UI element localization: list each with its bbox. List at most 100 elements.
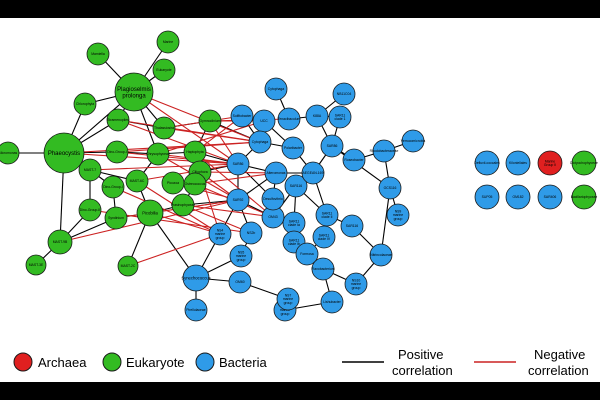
node-label: Prasinophyceae <box>171 203 195 207</box>
node-label: Mamiella <box>91 52 105 56</box>
node-alter: Alteromonas <box>264 161 288 185</box>
node-label: Picozoa <box>167 181 179 185</box>
node-circle <box>47 229 73 255</box>
node-label: SAR86 <box>233 162 244 166</box>
node-circle <box>43 132 85 174</box>
node-circle <box>305 104 329 128</box>
node-label: Ciliophora <box>192 170 207 174</box>
node-eukext: Eukaryote <box>152 58 176 82</box>
node-label: Flavobacterium <box>311 267 334 271</box>
node-circle <box>106 108 130 132</box>
node-circle <box>25 254 47 276</box>
node-circle <box>474 184 500 210</box>
node-label: Dictyochophyceae <box>570 161 598 165</box>
node-rosea: Roseobacter <box>342 148 366 172</box>
node-circle <box>0 141 20 165</box>
node-label: Desulfovibrio <box>263 197 283 201</box>
node-circle <box>183 172 207 196</box>
node-k88: K88A <box>305 104 329 128</box>
node-mast7: MAST-7 <box>78 158 102 182</box>
negative-edge <box>133 91 239 165</box>
node-sar116: SAR116 <box>284 174 308 198</box>
node-label: Verrucomicrobia <box>401 139 426 143</box>
legend-negative-label: Negative <box>534 347 585 362</box>
node-circle <box>230 104 254 128</box>
node-circle <box>101 175 125 199</box>
node-sulfito: Sulfitobacter <box>230 104 254 128</box>
node-label: SAR406 <box>544 195 557 199</box>
node-mast9: MAST-9B <box>47 229 73 255</box>
node-circle <box>73 92 97 116</box>
node-label: Cytophaga <box>268 87 285 91</box>
node-mast9b: MAST-3E <box>25 254 47 276</box>
node-marine: Marine <box>156 30 180 54</box>
node-circle <box>277 107 301 131</box>
negative-edge <box>182 204 252 234</box>
legend-negative-label-2: correlation <box>528 363 589 378</box>
node-synech: Synechococcus <box>181 264 211 292</box>
node-label: OM60 <box>235 280 244 284</box>
negative-edge <box>89 163 239 171</box>
node-label: Nitrincolaceae <box>370 253 392 257</box>
node-circle <box>505 150 531 176</box>
node-circle <box>114 72 154 112</box>
node-circle <box>182 264 210 292</box>
node-circle <box>571 184 597 210</box>
node-nb11: NB11C04 <box>332 82 356 106</box>
node-label: SAR116 <box>290 184 302 188</box>
node-label: K88A <box>313 114 322 118</box>
node-prasino: Prasinophyceae <box>171 193 195 217</box>
node-circle <box>537 184 563 210</box>
node-label: Alteromonas <box>266 171 285 175</box>
node-circle <box>474 150 500 176</box>
node-label: Lishubacter <box>323 300 341 304</box>
node-label: Pirellulaceae <box>186 308 206 312</box>
node-euk2b: Bacillariophyceae <box>571 184 597 210</box>
node-label: Marine <box>163 40 173 44</box>
node-hapto: Haptophyta <box>183 140 207 164</box>
node-circle <box>184 298 208 322</box>
node-circle <box>369 243 393 267</box>
node-label: Roseobacter <box>344 158 364 162</box>
node-circle <box>328 105 352 129</box>
node-label: SAR92 <box>233 198 244 202</box>
node-circle <box>311 257 335 281</box>
node-verru: Verrucomicrobia <box>401 129 426 153</box>
negative-edge <box>194 151 274 218</box>
node-circle <box>386 203 410 227</box>
negative-edge <box>127 233 221 267</box>
node-micro: Micromonas <box>0 141 20 165</box>
node-circle <box>136 199 164 227</box>
node-label: Thalassiosira <box>154 126 174 130</box>
node-defluvi: Defluvii-coccales <box>474 150 500 176</box>
node-ocs116: OCS116 <box>378 176 402 200</box>
node-polari: Polaribacter <box>281 136 305 160</box>
node-circle <box>226 188 250 212</box>
node-label: Picobilia <box>142 210 158 215</box>
node-label: Cytophaga <box>252 140 269 144</box>
node-label: Micromonas <box>0 151 18 155</box>
node-circle <box>264 161 288 185</box>
node-circle <box>571 150 597 176</box>
node-circle <box>146 142 170 166</box>
node-circle <box>295 242 319 266</box>
negative-edge <box>194 172 277 185</box>
node-gymno: Gymnodinium <box>198 109 222 133</box>
node-circle <box>78 198 102 222</box>
node-circle <box>537 150 563 176</box>
node-formosa: Formosa <box>295 242 319 266</box>
node-label: Kiloniellales <box>509 161 527 165</box>
node-ostreo: Ostreococcus <box>183 172 207 196</box>
node-label: Polaribacter <box>284 146 303 150</box>
